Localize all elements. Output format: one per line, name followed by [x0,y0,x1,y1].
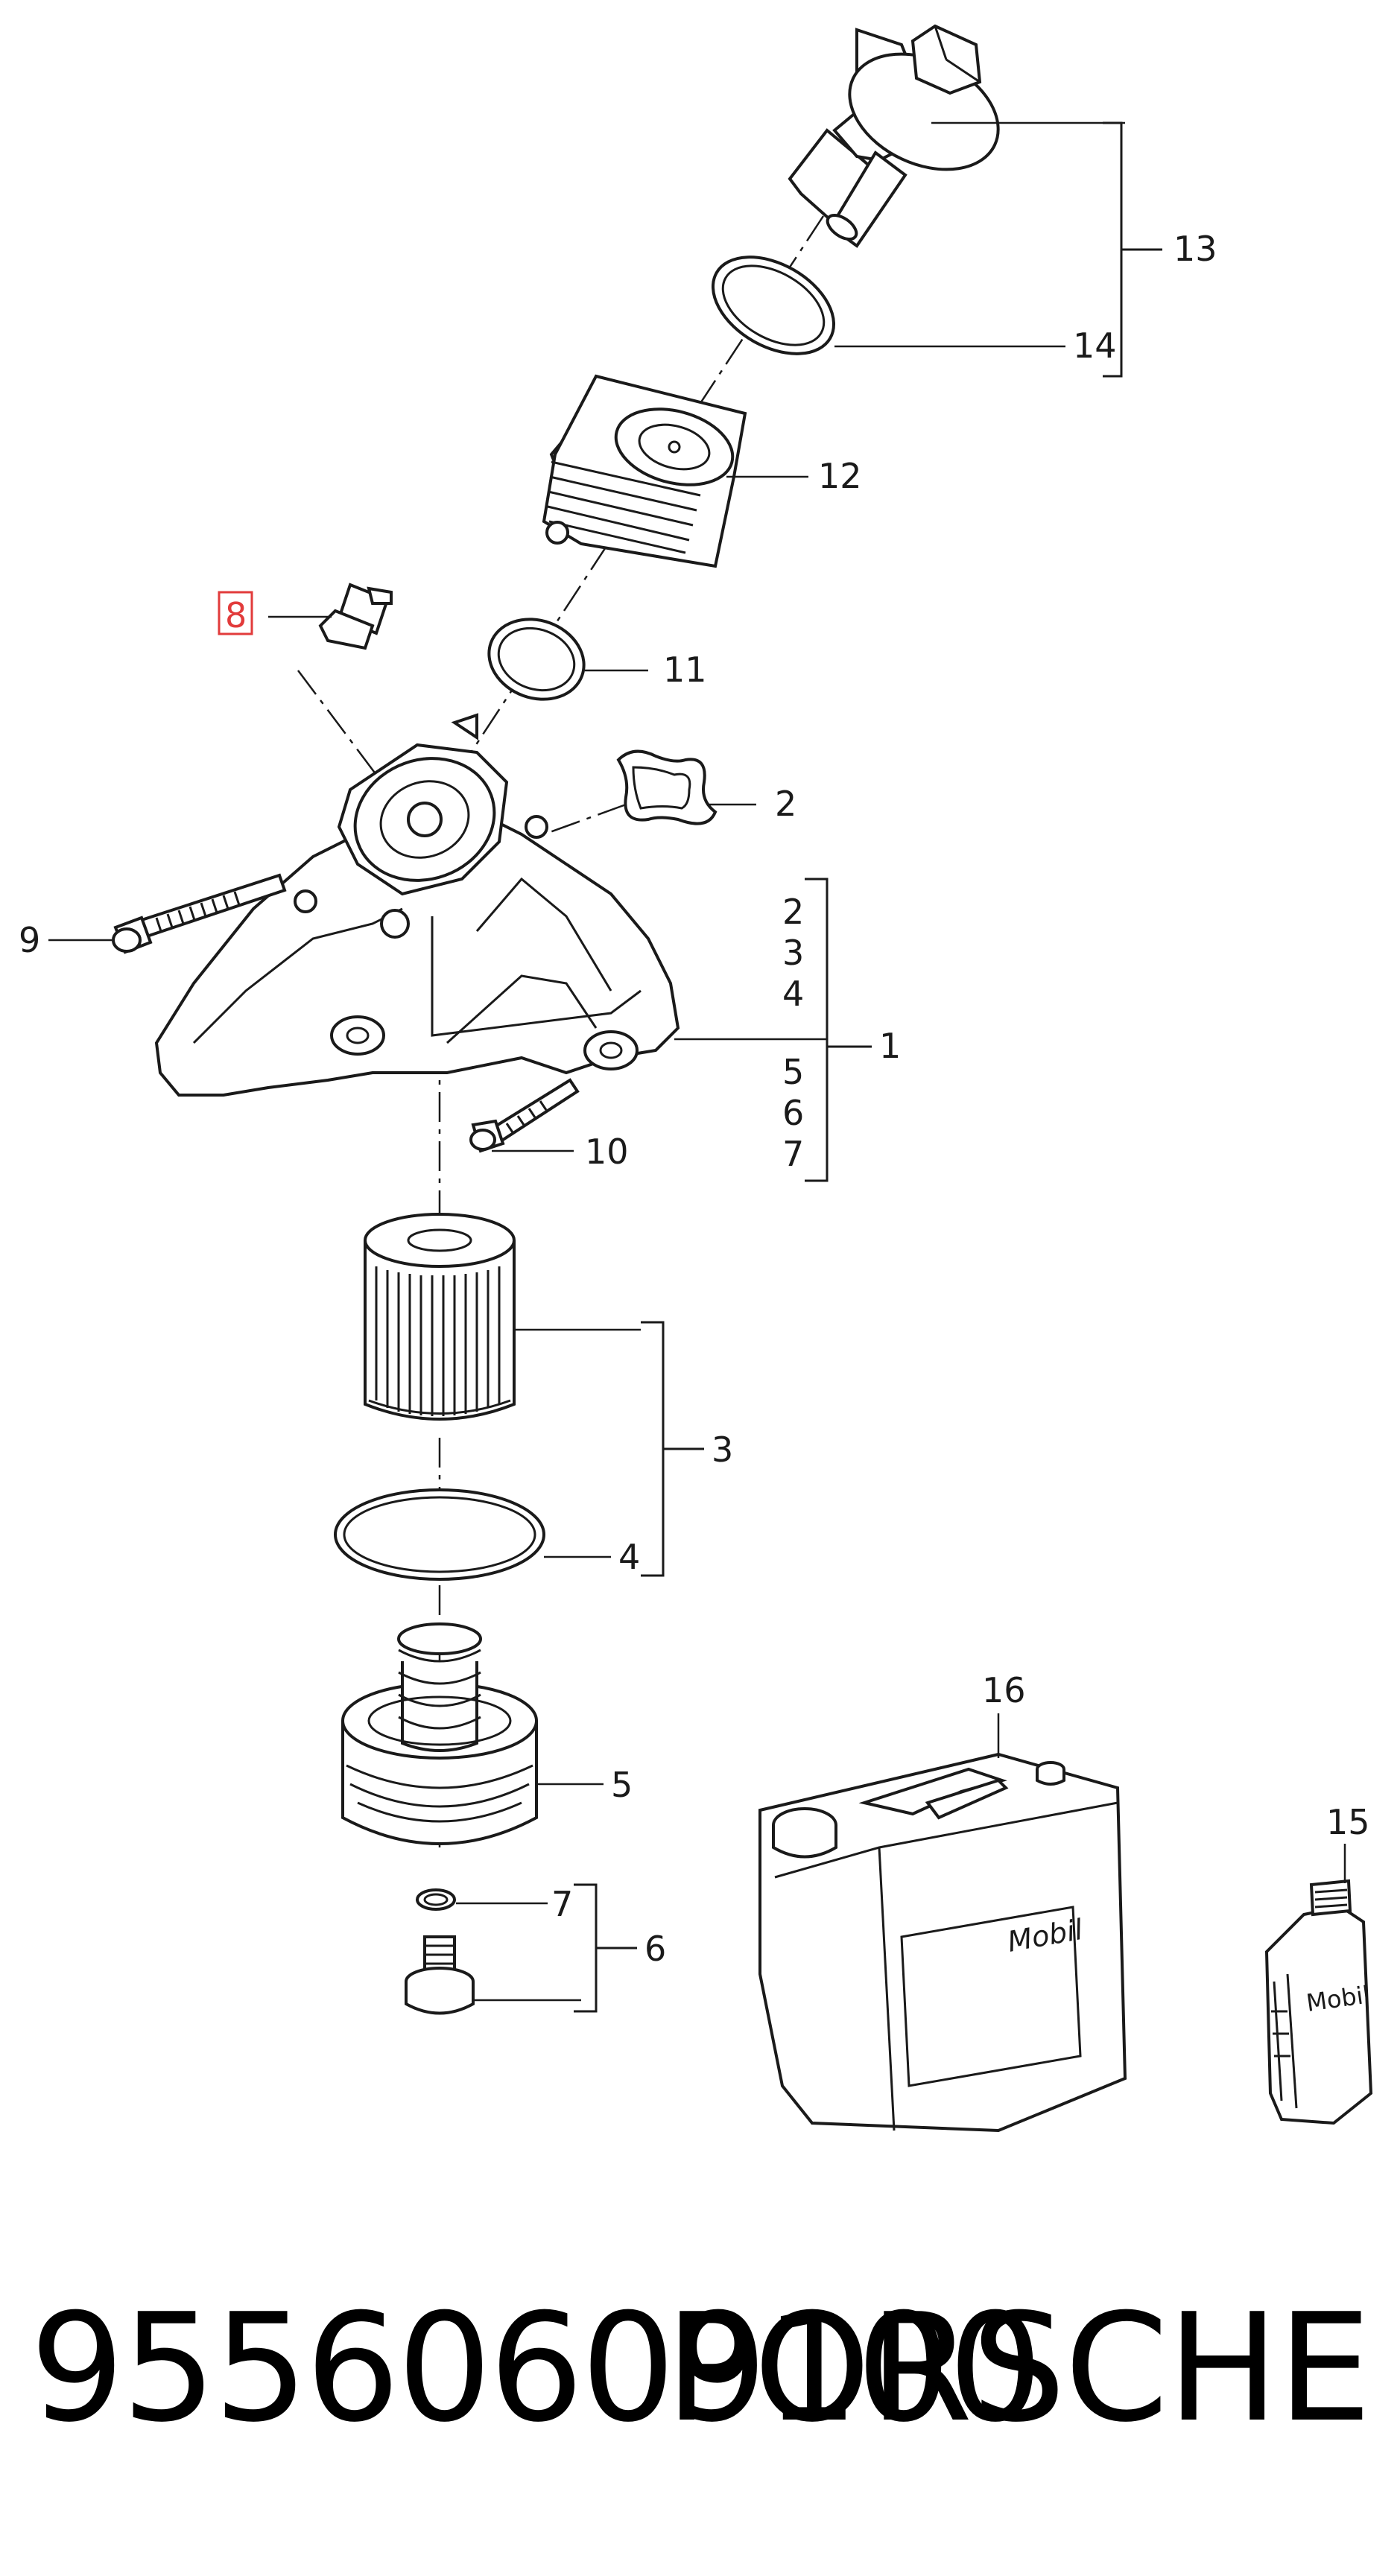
part-9-bolt [112,873,287,954]
callout-13[interactable]: 13 [1173,229,1217,269]
brand-name: PORSCHE [665,2282,1372,2455]
part-7-seal-ring [416,1888,456,1911]
leader-lines [48,121,1346,2002]
callout-1-sub-7[interactable]: 7 [782,1134,804,1174]
grouping-brackets [574,121,1162,2013]
callout-15[interactable]: 15 [1326,1802,1370,1842]
callout-1-sub-3[interactable]: 3 [782,933,804,973]
callout-10[interactable]: 10 [585,1132,629,1172]
part-3-filter-element [364,1213,516,1421]
part-2-gasket [616,749,718,825]
callout-1[interactable]: 1 [879,1026,901,1066]
callout-8-highlight [218,591,253,635]
callout-14[interactable]: 14 [1073,326,1117,366]
part-1-filter-housing [154,713,680,1097]
callout-4[interactable]: 4 [618,1537,640,1577]
part-10-bolt [469,1078,580,1153]
part-number: 95560609100 [30,2282,1043,2455]
callout-16[interactable]: 16 [982,1670,1026,1710]
part-11-o-ring [487,618,586,701]
callout-5[interactable]: 5 [611,1765,633,1805]
callout-3[interactable]: 3 [712,1430,733,1470]
callout-labels: 13 14 12 11 2 8 9 10 2 3 4 5 6 7 1 3 4 5… [19,229,1370,1969]
callout-1-sub-6[interactable]: 6 [782,1093,804,1133]
callout-8[interactable]: 8 [225,595,247,635]
part-15-oil-bottle: Mobil [1264,1879,1373,2125]
callout-6[interactable]: 6 [644,1929,666,1969]
callout-1-sub-4[interactable]: 4 [782,974,804,1014]
part-12-oil-cooler [542,374,747,568]
callout-12[interactable]: 12 [818,456,862,496]
callout-2[interactable]: 2 [775,784,796,824]
callout-1-sub-5[interactable]: 5 [782,1052,804,1092]
part-4-o-ring [334,1488,545,1581]
callout-11[interactable]: 11 [663,650,707,690]
part-13-filler-cap [788,24,1000,248]
part-5-filter-cap [341,1622,538,1845]
part-6-drain-plug [405,1935,475,2015]
callout-1-sub-2[interactable]: 2 [782,892,804,932]
part-8-sensor [318,583,393,650]
callout-7[interactable]: 7 [551,1884,573,1924]
part-16-oil-canister: Mobil [758,1752,1127,2133]
callout-9[interactable]: 9 [19,920,40,960]
part-14-seal-ring [711,256,836,355]
